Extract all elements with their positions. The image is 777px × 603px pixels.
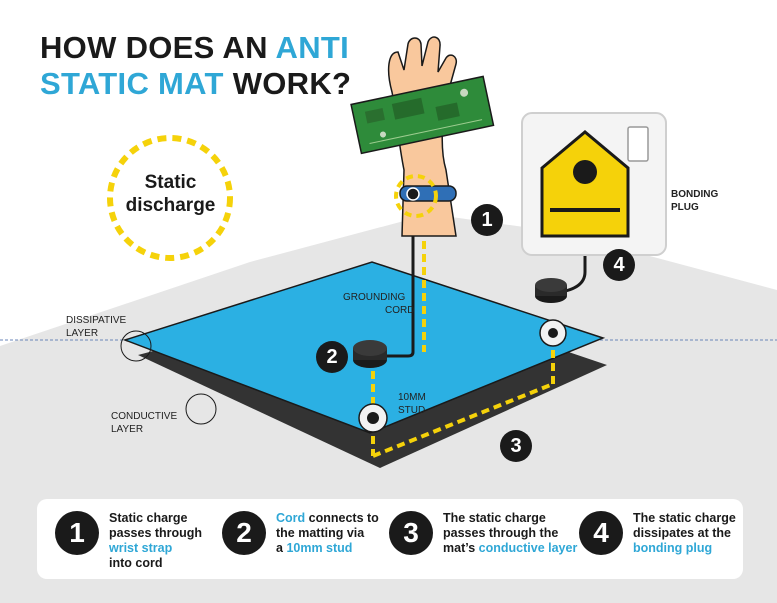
step-4-line2: dissipates at the (633, 526, 731, 540)
conductive-callout-circle (185, 393, 217, 425)
conductive-layer-label: CONDUCTIVE LAYER (111, 410, 177, 436)
stud-label: 10MM STUD (398, 391, 426, 417)
marker-1: 1 (471, 204, 503, 236)
step-3-line1: The static charge (443, 511, 546, 525)
page-title: HOW DOES AN ANTI STATIC MAT WORK? (40, 30, 351, 102)
marker-2: 2 (316, 341, 348, 373)
marker-3: 3 (500, 430, 532, 462)
grounding-line2: CORD (385, 305, 415, 316)
step-1-number: 1 (55, 511, 99, 555)
bonding-plug-label: BONDING PLUG (671, 188, 718, 214)
grounding-line1: GROUNDING (343, 292, 406, 303)
step-1-line4: into cord (109, 556, 163, 570)
wrist-strap-highlight-circle (394, 174, 438, 218)
step-1-line2: passes through (109, 526, 203, 540)
step-3-line3: mat’s conductive layer (443, 541, 577, 556)
stud-back-center (548, 328, 558, 338)
step-3-line2: passes through the (443, 526, 559, 540)
stud-line1: 10MM (398, 392, 426, 403)
title-line2-accent: STATIC MAT (40, 66, 224, 101)
stud-front-center (367, 412, 379, 424)
bonding-line1: BONDING (671, 189, 719, 200)
step-4-text: The static charge dissipates at the bond… (633, 511, 736, 556)
bonding-plug-pin (573, 160, 597, 184)
title-line1-text: HOW DOES AN (40, 30, 276, 65)
socket-switch (627, 126, 649, 162)
step-3: 3 The static charge passes through the m… (389, 511, 577, 556)
step-4-number: 4 (579, 511, 623, 555)
step-2-stud: 10mm stud (286, 541, 353, 555)
circuit-board (350, 75, 495, 155)
step-4: 4 The static charge dissipates at the bo… (579, 511, 736, 556)
grounding-cord (360, 200, 415, 358)
bonding-connector-top (535, 278, 567, 292)
step-2-cord: Cord (276, 511, 306, 525)
conductive-line2: LAYER (111, 424, 144, 435)
marker-4: 4 (603, 249, 635, 281)
dissipative-line2: LAYER (66, 328, 99, 339)
step-1-line1: Static charge (109, 511, 188, 525)
step-2: 2 Cord connects to the matting via a 10m… (222, 511, 379, 556)
step-3-text: The static charge passes through the mat… (443, 511, 577, 556)
step-2-line1: Cord connects to (276, 511, 379, 526)
cord-connector-top (353, 340, 387, 356)
static-line2: discharge (125, 195, 216, 216)
static-line1: Static (144, 172, 197, 193)
grounding-cord-label: GROUNDING CORD (343, 291, 414, 317)
step-1-line3: wrist strap (109, 541, 173, 555)
step-1-text: Static charge passes through wrist strap… (109, 511, 202, 571)
dissipative-callout-circle (120, 330, 152, 362)
step-2-connects: connects to (305, 511, 379, 525)
step-2-number: 2 (222, 511, 266, 555)
dissipative-line1: DISSIPATIVE (66, 315, 127, 326)
stud-line2: STUD (398, 405, 426, 416)
static-discharge-label: Static discharge (118, 171, 223, 217)
wrist-strap-snap (406, 187, 420, 201)
title-line2-text: WORK? (223, 66, 352, 101)
conductive-line1: CONDUCTIVE (111, 411, 178, 422)
title-line1-accent: ANTI (275, 30, 350, 65)
step-4-line3: bonding plug (633, 541, 713, 555)
step-3-conductive: conductive layer (478, 541, 578, 555)
static-discharge-circle (107, 135, 233, 261)
step-2-line2: the matting via (276, 526, 365, 540)
step-2-line3: a 10mm stud (276, 541, 379, 556)
step-3-mats: mat’s (443, 541, 479, 555)
bonding-plug-ground-bar (550, 208, 620, 212)
step-2-text: Cord connects to the matting via a 10mm … (276, 511, 379, 556)
steps-panel: 1 Static charge passes through wrist str… (37, 499, 743, 579)
step-2-a: a (276, 541, 287, 555)
dissipative-layer-label: DISSIPATIVE LAYER (66, 314, 126, 340)
step-3-number: 3 (389, 511, 433, 555)
bonding-line2: PLUG (671, 202, 699, 213)
step-4-line1: The static charge (633, 511, 736, 525)
step-1: 1 Static charge passes through wrist str… (55, 511, 202, 571)
